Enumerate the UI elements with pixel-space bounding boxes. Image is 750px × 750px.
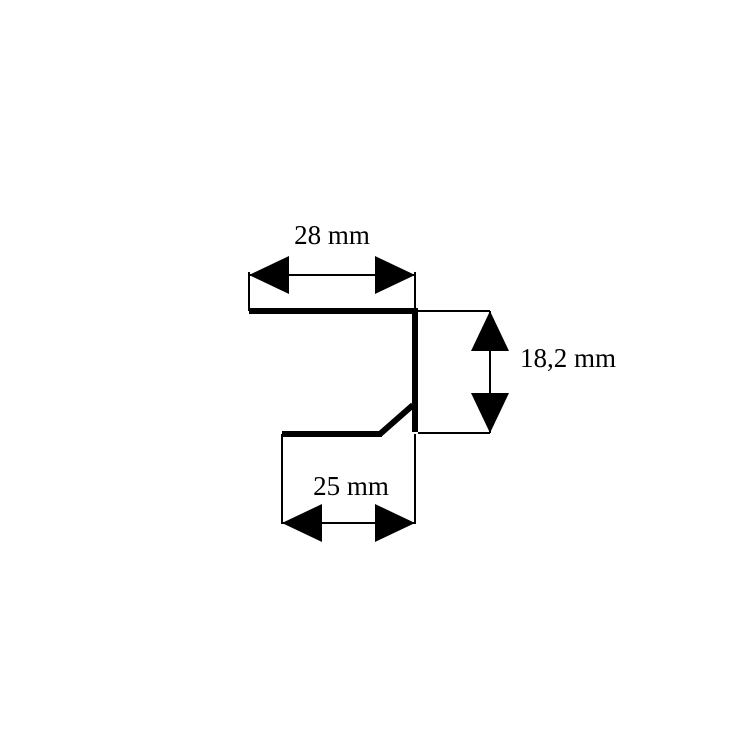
height-label: 18,2 mm (520, 343, 616, 373)
bottom-arrow-left (282, 504, 322, 542)
bottom-arrow-right (375, 504, 415, 542)
profile-shape (249, 308, 418, 437)
height-arrow-top (471, 311, 509, 351)
top-width-label: 28 mm (294, 220, 370, 250)
top-arrow-right (375, 256, 415, 294)
bottom-width-label: 25 mm (313, 471, 389, 501)
angled-lip (378, 402, 415, 437)
bottom-width-dimension: 25 mm (281, 434, 416, 542)
top-width-dimension: 28 mm (248, 220, 416, 311)
height-dimension: 18,2 mm (418, 310, 616, 434)
height-arrow-bottom (471, 393, 509, 433)
top-arrow-left (249, 256, 289, 294)
